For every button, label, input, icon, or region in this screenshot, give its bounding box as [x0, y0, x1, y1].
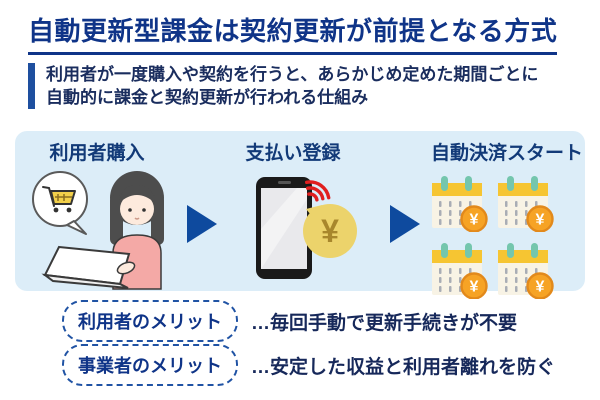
- merit-text-business: …安定した収益と利用者離れを防ぐ: [251, 356, 556, 378]
- calendar-header: [432, 183, 482, 196]
- merit-text-user: …毎回手動で更新手続きが不要: [251, 312, 518, 334]
- calendar-header: [432, 250, 482, 263]
- right-arrow-icon: [187, 205, 217, 243]
- calendar-pin: [441, 243, 448, 258]
- description-line-2: 自動的に課金と契約更新が行われる仕組み: [46, 88, 369, 107]
- yen-coin-icon: [460, 205, 488, 233]
- calendar-pin: [507, 176, 514, 191]
- contactless-waves-icon: [305, 180, 331, 202]
- yen-symbol: ¥: [470, 279, 479, 296]
- yen-coin-icon: [526, 205, 554, 233]
- step-label-auto-payment-start: 自動決済スタート: [430, 143, 583, 164]
- merit-badge-user: 利用者のメリット: [62, 300, 238, 342]
- calendar-yen-icon: ¥: [430, 243, 488, 300]
- yen-coin-icon: [460, 272, 488, 300]
- woman-hair-left: [110, 195, 123, 245]
- step-label-payment-registration: 支払い登録: [245, 143, 341, 164]
- woman-hand: [116, 261, 136, 275]
- calendar-pin: [465, 243, 472, 258]
- phone-speaker: [278, 181, 291, 184]
- cart-wheel-left: [53, 207, 59, 213]
- step-label-user-purchase: 利用者購入: [49, 143, 145, 164]
- woman-sweater: [112, 234, 162, 290]
- flow-panel: 利用者購入 支払い登録 自動決済スタート: [15, 131, 585, 300]
- shopping-cart-grid: [55, 194, 72, 201]
- speech-bubble-tail: [66, 220, 87, 235]
- yen-symbol: ¥: [536, 279, 545, 296]
- merit-row-user: 利用者のメリット …毎回手動で更新手続きが不要: [62, 300, 518, 342]
- calendar-pin: [441, 176, 448, 191]
- woman-fringe: [119, 185, 155, 203]
- yen-coin-icon: [526, 272, 554, 300]
- calendar-header: [498, 183, 548, 196]
- merit-badge-business: 事業者のメリット: [62, 344, 238, 386]
- page-title: 自動更新型課金は契約更新が前提となる方式: [28, 16, 558, 56]
- woman-hair-right: [151, 195, 164, 245]
- right-arrow-icon: [390, 205, 420, 243]
- yen-coin-icon: [303, 204, 357, 258]
- woman-eye-right: [142, 208, 146, 212]
- calendar-date-marks: [505, 268, 538, 292]
- yen-symbol: ¥: [536, 212, 545, 229]
- calendar-yen-icon: ¥: [430, 176, 488, 233]
- woman-mouth: [134, 217, 140, 220]
- description-line-1: 利用者が一度購入や契約を行うと、あらかじめ定めた期間ごとに: [46, 65, 539, 84]
- phone-screen-reflection: [261, 188, 307, 269]
- yen-symbol: ¥: [321, 213, 339, 249]
- woman-eye-left: [128, 208, 132, 212]
- calendar-pin: [465, 176, 472, 191]
- calendar-yen-icon: ¥: [496, 176, 554, 233]
- smartphone-payment-icon: ¥: [248, 165, 358, 285]
- woman-face: [120, 193, 154, 225]
- calendar-pin: [507, 243, 514, 258]
- phone-screen: [261, 188, 307, 269]
- calendar-date-marks: [439, 268, 472, 292]
- yen-symbol: ¥: [470, 212, 479, 229]
- calendar-date-marks: [439, 201, 472, 225]
- description-block: 利用者が一度購入や契約を行うと、あらかじめ定めた期間ごとに 自動的に課金と契約更…: [28, 63, 538, 109]
- calendar-pin: [531, 243, 538, 258]
- calendar-pin: [531, 176, 538, 191]
- laptop-base: [41, 273, 129, 289]
- woman-shopping-laptop-icon: [27, 167, 177, 290]
- calendar-header: [498, 250, 548, 263]
- calendar-date-marks: [505, 201, 538, 225]
- merit-row-business: 事業者のメリット …安定した収益と利用者離れを防ぐ: [62, 344, 556, 386]
- cart-wheel-right: [66, 207, 72, 213]
- calendar-yen-icon: ¥: [496, 243, 554, 300]
